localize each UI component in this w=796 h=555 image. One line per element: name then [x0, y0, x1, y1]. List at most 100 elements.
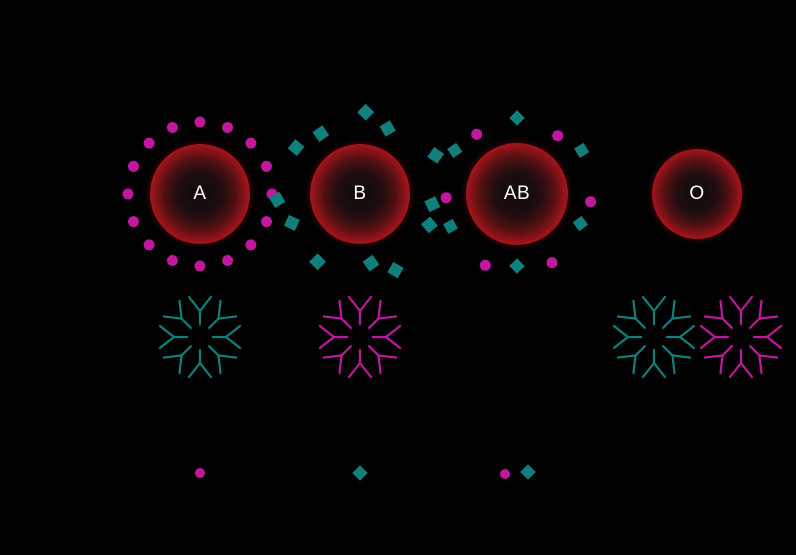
a-antigen-icon [143, 239, 155, 251]
plasma-antibodies [318, 295, 402, 379]
blood-group-a-column: A [90, 0, 310, 555]
a-antigen-icon [122, 188, 134, 200]
blood-type-label: O [689, 183, 705, 204]
antibody-icon [616, 345, 646, 375]
antigen-symbols [587, 458, 796, 488]
antibody-icon [208, 299, 238, 329]
plasma-antibodies [612, 295, 783, 379]
blood-group-o-column: O [587, 0, 796, 555]
a-antigen-icon [245, 137, 257, 149]
blood-type-label: A [193, 183, 207, 204]
blood-group-ab-column: AB [407, 0, 627, 555]
a-antigen-icon [585, 196, 597, 208]
antibody-icon [728, 295, 754, 326]
anti-a-antibody-cluster [699, 295, 783, 379]
a-antigen-icon [166, 255, 178, 266]
antigen-symbols [500, 464, 536, 480]
antibody-icon [322, 299, 352, 329]
a-antigen-icon [222, 255, 234, 266]
a-antigen-icon [552, 130, 564, 142]
blood-group-b-column: B [250, 0, 470, 555]
a-antigen-icon [261, 160, 272, 172]
antibody-icon [371, 324, 402, 350]
b-antigen-icon [520, 464, 536, 480]
antibody-icon [749, 299, 779, 329]
a-antigen-icon [546, 257, 558, 269]
antigen-symbols [195, 468, 205, 478]
b-antigen-icon [352, 465, 368, 481]
antibody-icon [187, 295, 213, 326]
a-antigen-icon [195, 468, 205, 478]
antibody-icon [749, 345, 779, 375]
antibody-icon [641, 348, 667, 379]
b-antigen-icon [309, 253, 327, 271]
antibody-icon [208, 345, 238, 375]
antibody-icon [347, 295, 373, 326]
antibody-icon [322, 345, 352, 375]
a-antigen-icon [222, 122, 234, 133]
b-antigen-icon [283, 214, 300, 231]
red-blood-cell: AB [466, 143, 568, 245]
a-antigen-icon [479, 259, 491, 271]
antibody-icon [703, 345, 733, 375]
antibody-icon [662, 299, 692, 329]
a-antigen-icon [194, 116, 206, 128]
antibody-icon [616, 299, 646, 329]
b-antigen-icon [447, 142, 463, 159]
antibody-icon [368, 345, 398, 375]
blood-type-label: B [353, 183, 367, 204]
antibody-icon [211, 324, 242, 350]
a-antigen-icon [440, 192, 452, 204]
b-antigen-icon [287, 139, 305, 157]
a-antigen-icon [245, 239, 257, 251]
antigen-ring [440, 110, 597, 274]
b-antigen-icon [379, 120, 396, 137]
b-antigen-icon [427, 147, 445, 164]
b-antigen-icon [574, 142, 590, 158]
antigen-ring [269, 103, 445, 279]
antibody-icon [162, 299, 192, 329]
a-antigen-icon [471, 128, 483, 140]
antigen-ring [122, 116, 278, 272]
a-antigen-icon [128, 160, 139, 172]
a-antigen-icon [128, 216, 139, 228]
antibody-icon [728, 348, 754, 379]
antibody-icon [612, 324, 643, 350]
red-blood-cell: A [150, 144, 250, 244]
b-antigen-icon [357, 103, 375, 121]
antibody-icon [662, 345, 692, 375]
b-antigen-icon [509, 258, 525, 274]
plasma-antibodies [158, 295, 242, 379]
anti-a-antibody-cluster [318, 295, 402, 379]
anti-b-antibody-cluster [158, 295, 242, 379]
b-antigen-icon [420, 216, 438, 234]
blood-type-label: AB [503, 183, 531, 204]
antigen-symbols [352, 465, 368, 481]
b-antigen-icon [362, 254, 380, 272]
a-antigen-icon [194, 260, 206, 272]
red-blood-cell: B [310, 144, 410, 244]
a-antigen-icon [261, 216, 272, 228]
b-antigen-icon [312, 125, 330, 142]
antibody-icon [347, 348, 373, 379]
b-antigen-icon [572, 215, 589, 232]
b-antigen-icon [387, 261, 404, 279]
a-antigen-icon [166, 122, 178, 133]
antibody-icon [158, 324, 189, 350]
a-antigen-icon [500, 469, 510, 479]
red-blood-cell: O [652, 149, 742, 239]
antibody-icon [665, 324, 696, 350]
antibody-icon [752, 324, 783, 350]
b-antigen-icon [424, 196, 441, 213]
a-antigen-icon [143, 137, 155, 149]
antibody-icon [641, 295, 667, 326]
b-antigen-icon [443, 218, 458, 234]
antibody-icon [699, 324, 730, 350]
antibody-icon [318, 324, 349, 350]
b-antigen-icon [269, 191, 286, 208]
antibody-icon [162, 345, 192, 375]
anti-b-antibody-cluster [612, 295, 696, 379]
antibody-icon [368, 299, 398, 329]
antibody-icon [187, 348, 213, 379]
